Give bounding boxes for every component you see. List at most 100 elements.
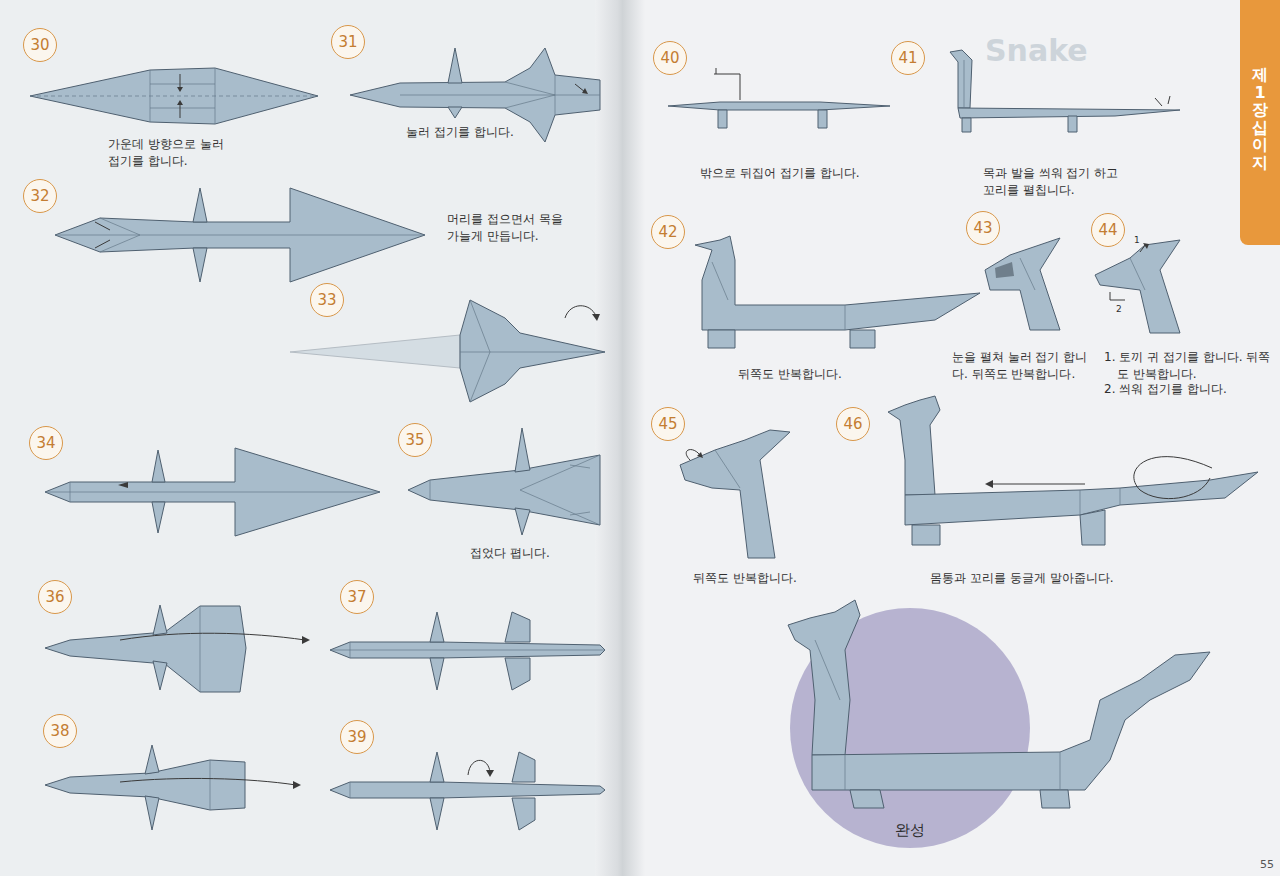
fold-line	[815, 640, 840, 700]
fold-arrow	[177, 100, 183, 105]
step-number: 41	[898, 51, 917, 66]
paper-shape	[680, 430, 790, 558]
fold-line	[505, 95, 555, 108]
paper-shape	[1068, 116, 1077, 132]
paper-shape	[950, 50, 972, 108]
step-number: 40	[660, 51, 679, 66]
paper-shape	[193, 248, 207, 282]
step-number-circle: 31	[331, 25, 365, 59]
left-page	[0, 0, 620, 876]
paper-shape	[818, 110, 827, 128]
step-number-circle: 42	[651, 215, 685, 249]
fold-line	[470, 352, 490, 402]
paper-shape	[505, 612, 530, 642]
fold-arrow	[118, 482, 128, 488]
step-number: 39	[347, 730, 366, 745]
paper-shape	[330, 642, 605, 658]
fold-line	[470, 300, 490, 352]
step-number-circle: 46	[836, 407, 870, 441]
fold-line	[30, 96, 318, 97]
fold-line	[100, 235, 140, 252]
step-number: 37	[347, 590, 366, 605]
paper-shape	[153, 605, 167, 635]
paper-shape	[152, 502, 165, 533]
fold-arrow	[486, 770, 494, 777]
step-43-figure	[985, 238, 1060, 330]
paper-shape	[290, 335, 460, 368]
fold-arrow	[1155, 98, 1162, 106]
step-instruction: 몸통과 꼬리를 둥글게 말아줍니다.	[920, 570, 1124, 587]
fold-arrow	[1168, 96, 1170, 104]
fold-arrow	[95, 222, 110, 230]
paper-shape	[45, 760, 245, 810]
step-number-circle: 34	[29, 426, 63, 460]
fold-line	[45, 492, 380, 493]
fold-arrow	[716, 68, 717, 74]
fold-line	[845, 305, 846, 330]
step-number: 46	[843, 417, 862, 432]
step-46-figure	[888, 396, 1258, 545]
fold-line	[1120, 488, 1121, 505]
step-number-circle: 37	[340, 580, 374, 614]
fold-line	[712, 262, 728, 300]
fold-line	[570, 465, 590, 468]
fold-line	[520, 455, 600, 490]
chapter-title: 제1장 십이지	[1252, 66, 1268, 172]
paper-shape	[512, 798, 535, 830]
paper-shape	[45, 606, 246, 692]
paper-shape	[1080, 510, 1105, 545]
step-number: 33	[317, 293, 336, 308]
finished-circle: 완성	[790, 608, 1030, 848]
fold-arrow	[120, 778, 296, 785]
paper-shape	[55, 188, 425, 282]
step-number: 44	[1098, 223, 1117, 238]
step-number-circle: 33	[310, 283, 344, 317]
paper-shape	[888, 396, 940, 495]
step-instruction: 머리를 접으면서 목을 가늘게 만듭니다.	[447, 211, 575, 245]
fold-line	[1080, 490, 1081, 515]
step-number: 30	[30, 38, 49, 53]
step-number-circle: 32	[23, 179, 57, 213]
step-32-figure	[55, 188, 425, 282]
step-instruction: 밖으로 뒤집어 접기를 합니다.	[690, 165, 870, 182]
step-number-circle: 41	[891, 41, 925, 75]
fold-arrow	[120, 633, 305, 640]
paper-shape	[430, 658, 444, 690]
fold-line	[1060, 752, 1061, 790]
step-number-circle: 45	[651, 407, 685, 441]
fold-line	[555, 75, 556, 115]
right-page	[620, 0, 1280, 876]
paper-shape	[708, 330, 735, 348]
step-instruction: 2. 씌워 접기를 합니다.	[1104, 381, 1272, 398]
fold-line	[55, 235, 425, 236]
step-instruction: 접었다 폅니다.	[450, 545, 570, 562]
fold-line	[460, 352, 605, 353]
fold-line	[430, 480, 431, 500]
fold-arrow	[302, 636, 310, 644]
fold-line	[330, 650, 605, 651]
paper-shape	[695, 236, 980, 330]
fold-line	[400, 95, 600, 96]
chapter-tab: 제1장 십이지	[1240, 0, 1280, 245]
fold-line	[505, 82, 555, 95]
step-number: 42	[658, 225, 677, 240]
paper-shape	[448, 48, 462, 83]
sub-step-number: 1	[1134, 234, 1146, 247]
fold-arrow	[565, 306, 596, 318]
step-number: 35	[405, 433, 424, 448]
step-number-circle: 40	[653, 41, 687, 75]
fold-line	[520, 490, 600, 525]
step-number-circle: 36	[38, 580, 72, 614]
fold-line	[715, 450, 740, 488]
paper-shape	[515, 428, 530, 472]
watermark: Snake	[985, 36, 1115, 66]
step-number: 32	[30, 189, 49, 204]
step-40-figure	[668, 68, 890, 128]
fold-arrow	[592, 314, 600, 321]
fold-arrow	[1143, 243, 1149, 249]
fold-arrow	[1110, 292, 1125, 300]
step-instruction: 1. 토끼 귀 접기를 합니다. 뒤쪽도 반복합니다.	[1104, 349, 1272, 383]
step-44-figure	[1095, 240, 1180, 333]
step-39-figure	[330, 752, 605, 830]
